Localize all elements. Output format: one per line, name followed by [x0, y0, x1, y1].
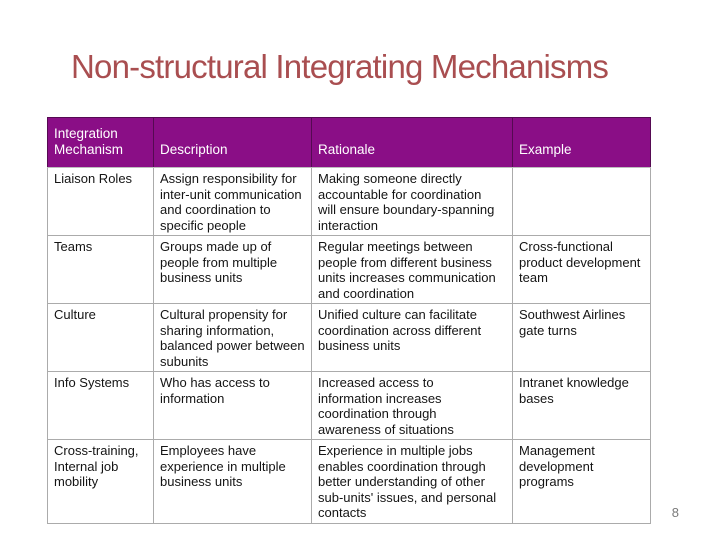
cell-description: Employees have experience in multiple bu… — [153, 439, 312, 524]
cell-example: Cross-functional product development tea… — [512, 235, 651, 304]
table-row-culture: Culture Cultural propensity for sharing … — [47, 303, 651, 372]
header-row: Integration Mechanism Description Ration… — [47, 117, 651, 168]
cell-description: Assign responsibility for inter-unit com… — [153, 167, 312, 236]
integrating-mechanisms-table: Integration Mechanism Description Ration… — [47, 117, 651, 524]
cell-description: Groups made up of people from multiple b… — [153, 235, 312, 304]
table-row-cross-training: Cross-training, Internal job mobility Em… — [47, 439, 651, 524]
column-header-description: Description — [153, 117, 312, 168]
cell-example — [512, 167, 651, 236]
cell-mechanism: Teams — [47, 235, 154, 304]
table-row-teams: Teams Groups made up of people from mult… — [47, 235, 651, 304]
table-row-info-systems: Info Systems Who has access to informati… — [47, 371, 651, 440]
column-header-integration-mechanism: Integration Mechanism — [47, 117, 154, 168]
cell-rationale: Experience in multiple jobs enables coor… — [311, 439, 513, 524]
page-number: 8 — [671, 505, 679, 520]
cell-mechanism: Liaison Roles — [47, 167, 154, 236]
cell-example: Southwest Airlines gate turns — [512, 303, 651, 372]
cell-rationale: Making someone directly accountable for … — [311, 167, 513, 236]
table-header: Integration Mechanism Description Ration… — [47, 117, 651, 168]
cell-rationale: Unified culture can facilitate coordinat… — [311, 303, 513, 372]
cell-rationale: Regular meetings between people from dif… — [311, 235, 513, 304]
cell-example: Intranet knowledge bases — [512, 371, 651, 440]
column-header-rationale: Rationale — [311, 117, 513, 168]
table-row-liaison-roles: Liaison Roles Assign responsibility for … — [47, 167, 651, 236]
cell-example: Management development programs — [512, 439, 651, 524]
cell-mechanism: Culture — [47, 303, 154, 372]
cell-mechanism: Info Systems — [47, 371, 154, 440]
cell-description: Who has access to information — [153, 371, 312, 440]
cell-description: Cultural propensity for sharing informat… — [153, 303, 312, 372]
cell-rationale: Increased access to information increase… — [311, 371, 513, 440]
cell-mechanism: Cross-training, Internal job mobility — [47, 439, 154, 524]
table-body: Liaison Roles Assign responsibility for … — [47, 167, 651, 524]
slide-title: Non-structural Integrating Mechanisms — [71, 48, 609, 85]
column-header-example: Example — [512, 117, 651, 168]
